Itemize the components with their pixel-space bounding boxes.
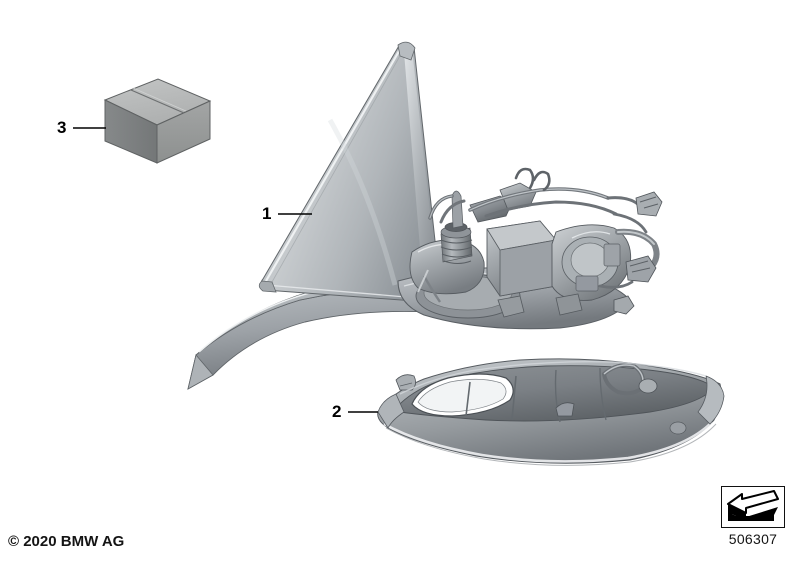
part-3-carton xyxy=(103,78,212,164)
callout-number-2[interactable]: 2 xyxy=(332,402,342,421)
diagram-number-text: 506307 xyxy=(728,531,778,547)
arrow-left-3d-icon xyxy=(721,486,785,528)
wiring-harness xyxy=(428,167,648,289)
cover-mounting-clips xyxy=(395,363,687,435)
part-2-mirror-housing-cover xyxy=(377,358,725,466)
copyright-notice: © 2020 BMW AG xyxy=(8,533,125,550)
callout-number-1[interactable]: 1 xyxy=(262,204,272,223)
electrical-connectors xyxy=(613,191,663,315)
callout-leader-lines xyxy=(73,127,378,413)
part-1-mirror-base-assembly xyxy=(187,41,663,390)
callout-number-3[interactable]: 3 xyxy=(57,118,67,137)
diagram-number-block: 506307 xyxy=(719,486,787,547)
